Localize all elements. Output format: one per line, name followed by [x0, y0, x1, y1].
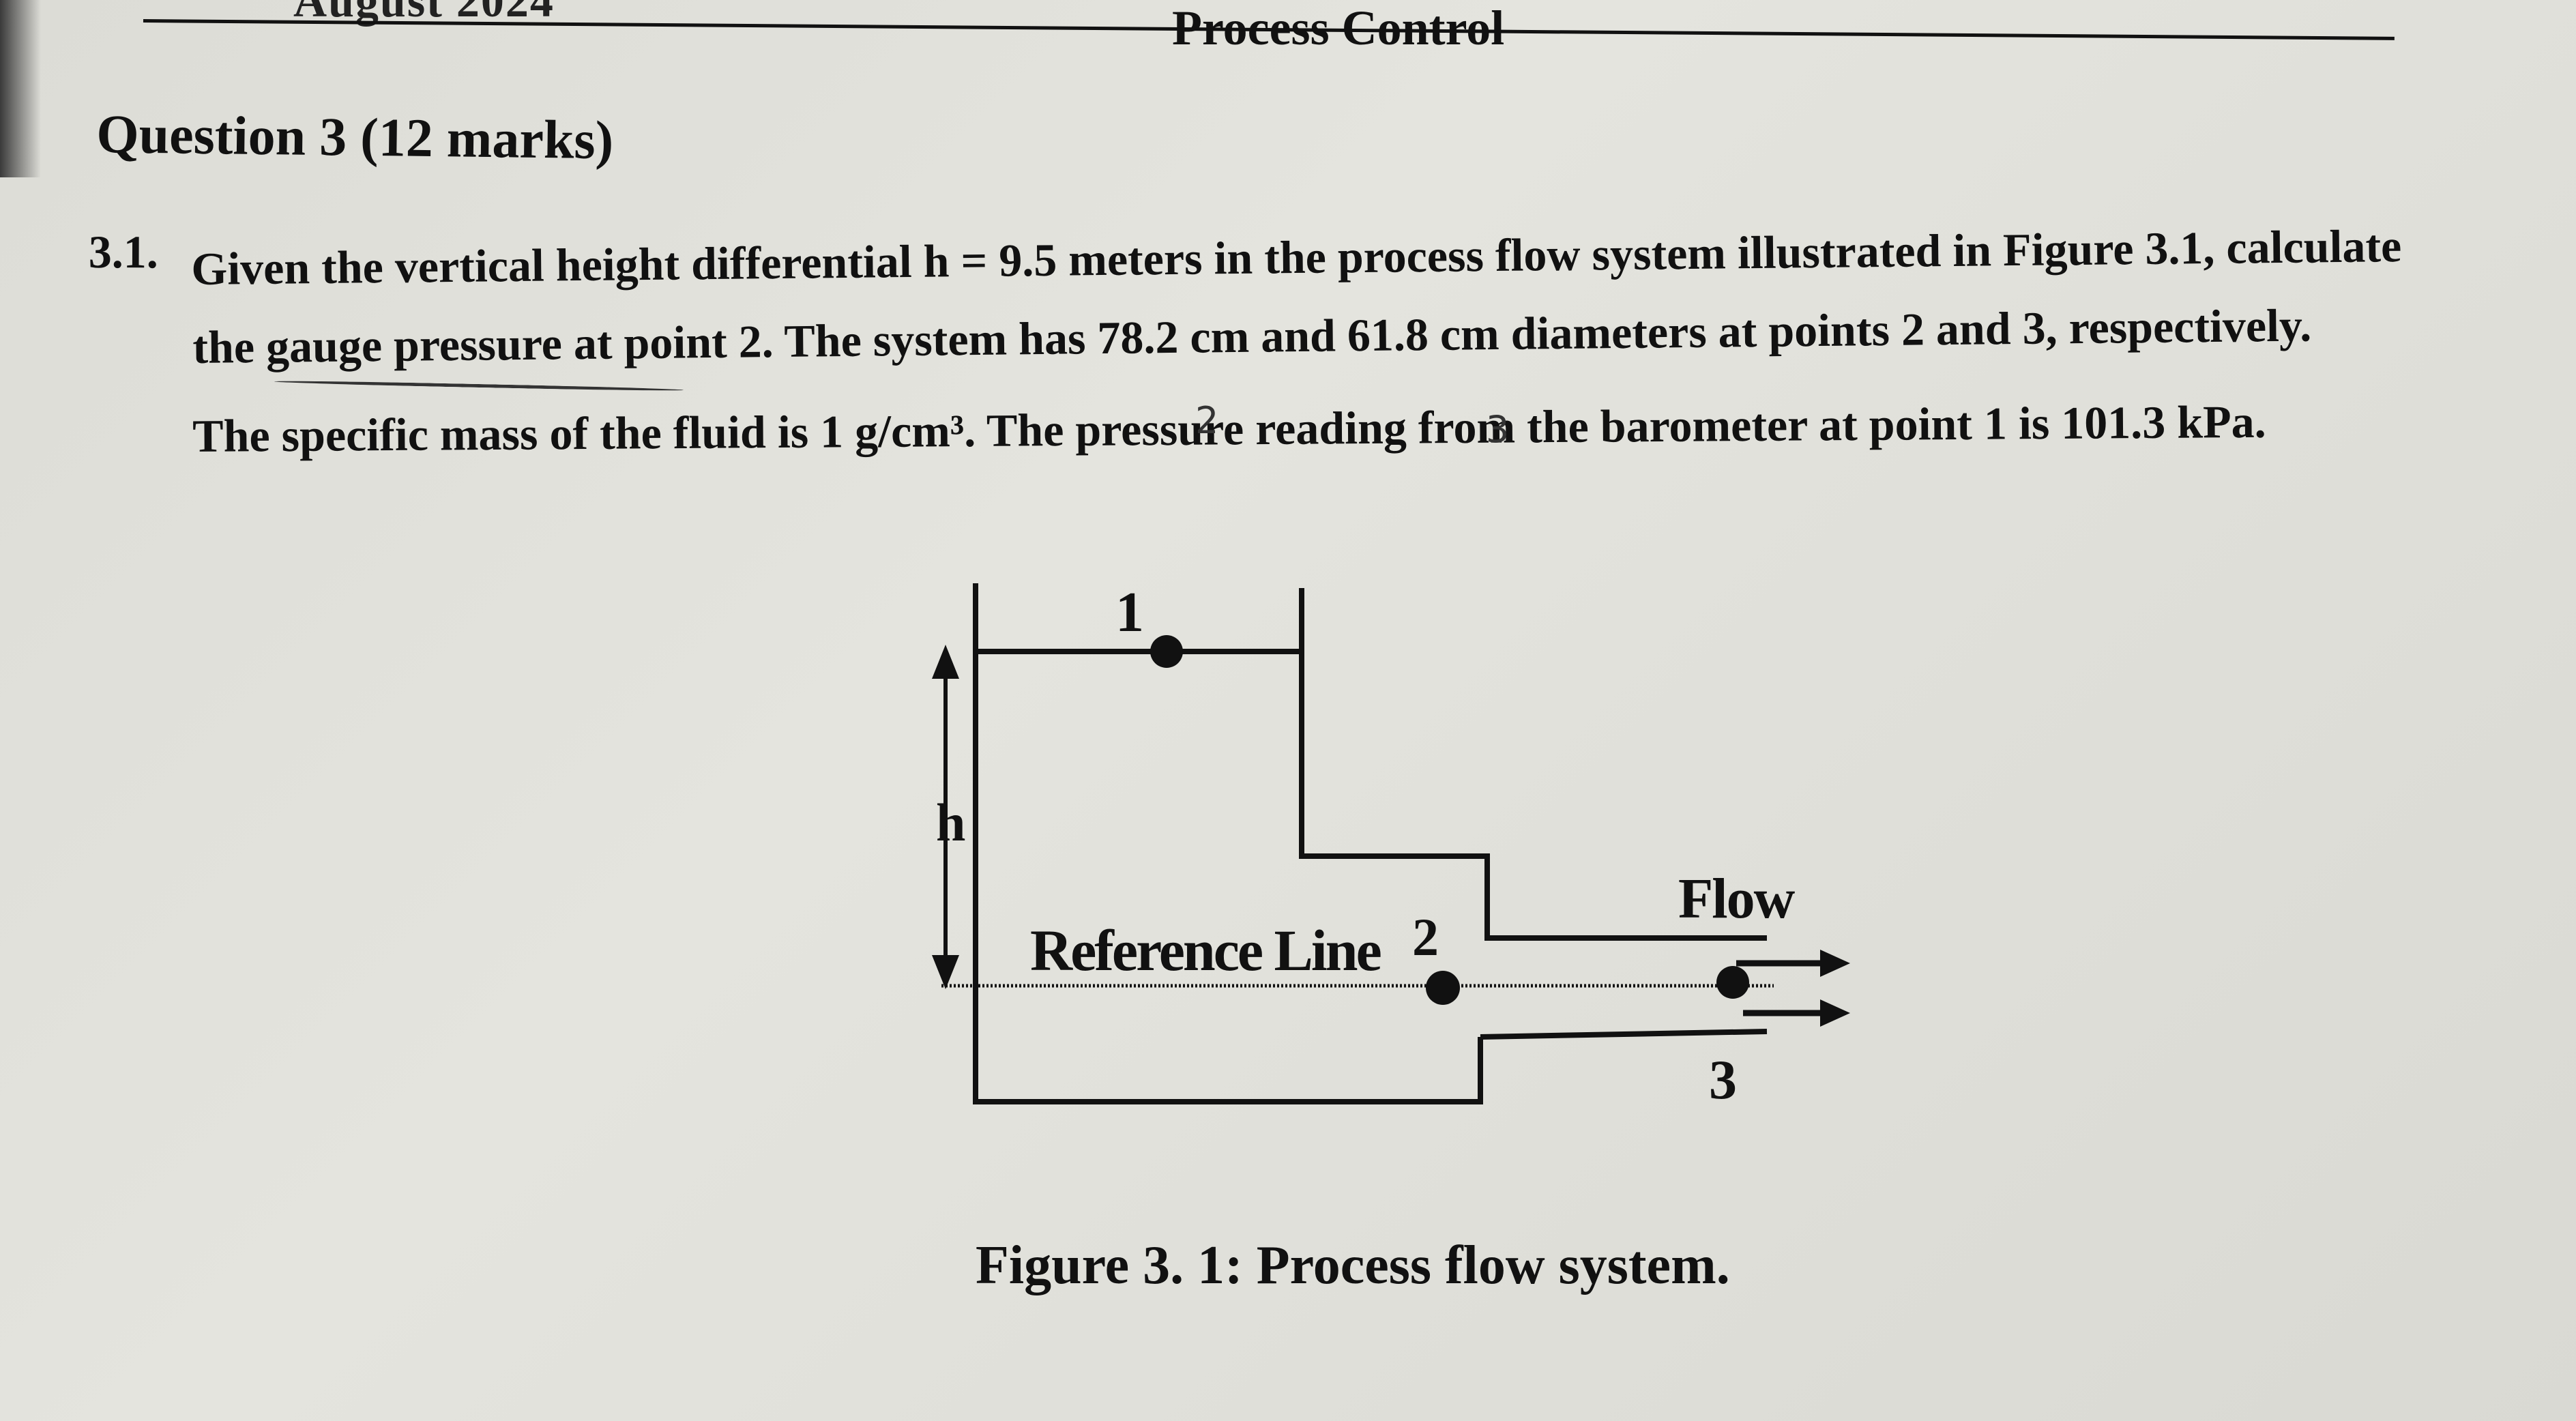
question-text-line-1: Given the vertical height differential h… — [191, 220, 2402, 295]
label-height: h — [936, 793, 965, 852]
handwritten-note-3: 3 — [1486, 408, 1510, 451]
flow-arrowhead-lower — [1820, 999, 1850, 1027]
height-arrow-up — [932, 645, 959, 679]
process-flow-diagram: 1 h Reference Line 2 Flow 3 — [932, 581, 1850, 1111]
label-point-3: 3 — [1709, 1049, 1737, 1111]
point-3-marker — [1716, 966, 1749, 999]
header-course-title: Process Control — [1172, 1, 1505, 55]
question-text-line-3: The specific mass of the fluid is 1 g/cm… — [192, 395, 2266, 462]
point-2-marker — [1426, 971, 1460, 1005]
label-point-1: 1 — [1115, 581, 1144, 644]
page-edge-shadow — [0, 0, 41, 177]
label-flow: Flow — [1678, 867, 1796, 931]
figure-caption: Figure 3. 1: Process flow system. — [976, 1235, 1730, 1295]
outlet-lower-wall — [1480, 1029, 1768, 1040]
question-number: 3.1. — [88, 226, 158, 278]
question-title: Question 3 (12 marks) — [96, 104, 614, 171]
flow-arrowhead-upper — [1820, 950, 1850, 977]
handwritten-note-2: 2 — [1195, 399, 1219, 442]
tank-left-wall — [973, 583, 1483, 1104]
label-reference-line: Reference Line — [1030, 918, 1381, 983]
point-1-marker — [1150, 635, 1183, 668]
tank-right-wall-step — [1299, 588, 1767, 941]
label-point-2: 2 — [1412, 907, 1439, 967]
question-text-line-2: the gauge pressure at point 2. The syste… — [192, 299, 2312, 373]
handwritten-underline — [274, 379, 684, 392]
height-arrow-down — [932, 955, 959, 989]
